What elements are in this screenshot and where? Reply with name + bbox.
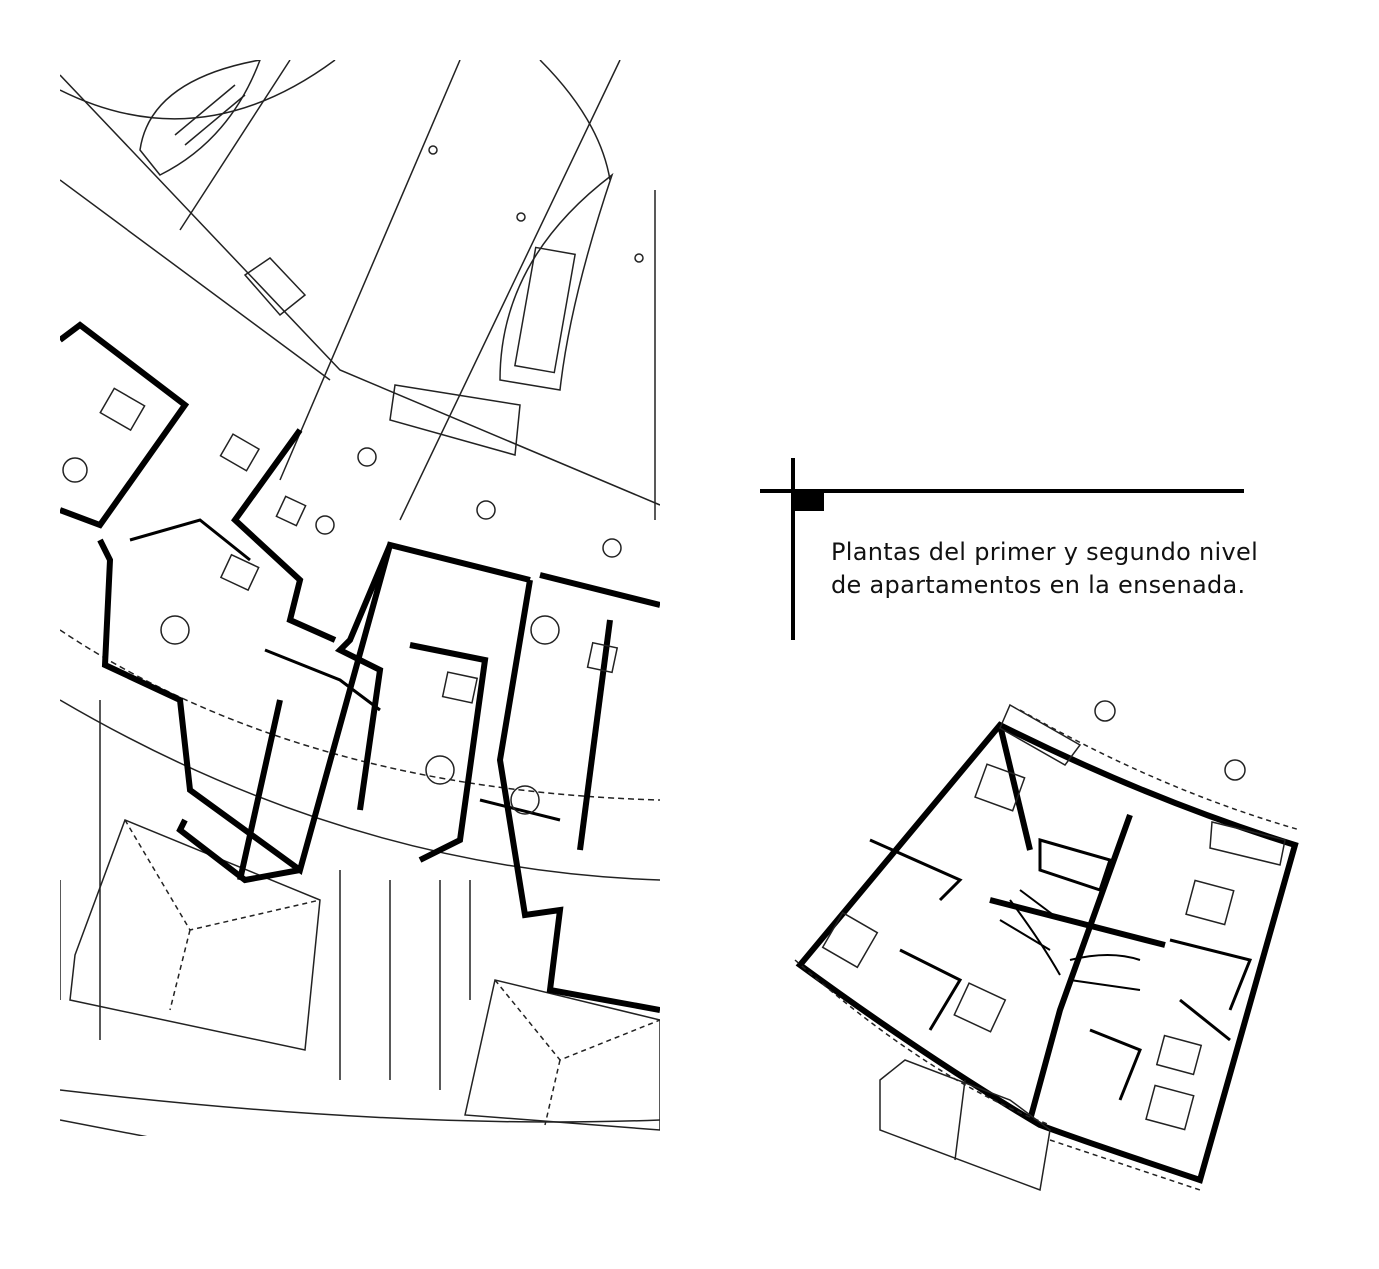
figure-caption: Plantas del primer y segundo nivel de ap… (831, 536, 1258, 602)
site-floor-plan-first-level (60, 60, 660, 1136)
caption-block: Plantas del primer y segundo nivel de ap… (760, 458, 1258, 640)
caption-line-1: Plantas del primer y segundo nivel (831, 538, 1259, 566)
caption-rule-vertical (791, 458, 795, 640)
caption-line-2: de apartamentos en la ensenada. (831, 571, 1246, 599)
apartment-floor-plan-second-level (794, 700, 1301, 1192)
caption-marker-square (793, 489, 824, 511)
caption-rule-horizontal (760, 489, 1244, 493)
